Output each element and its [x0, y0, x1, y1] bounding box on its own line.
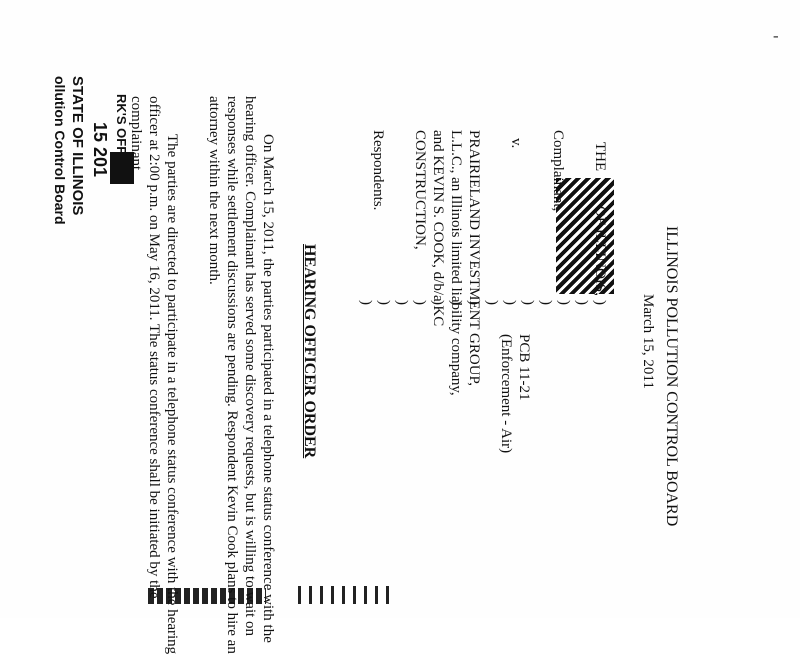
- scan-artifact-mark: -: [771, 28, 781, 46]
- caption-paren: ): [394, 300, 410, 305]
- rotated-document: RK'S OFFI 15 201 STATE OF ILLINOIS ollut…: [40, 0, 700, 654]
- respondent-line-4: CONSTRUCTION,: [412, 130, 428, 250]
- case-type: (Enforcement - Air): [498, 334, 514, 454]
- paragraph-1-line-4: attorney within the next month.: [206, 96, 222, 285]
- stamp-date-fragment: 15 201: [90, 122, 110, 178]
- caption-paren: ): [574, 300, 590, 305]
- paragraph-1-line-3: responses while settlement discussions a…: [224, 96, 240, 654]
- order-date: March 15, 2011: [640, 294, 656, 389]
- plaintiff-prefix: THE: [592, 142, 608, 172]
- paragraph-2-line-3: complainant.: [128, 96, 144, 174]
- versus-label: v.: [508, 138, 524, 149]
- caption-paren: ): [448, 300, 464, 305]
- scanned-document-page: - RK'S OFFI 15 201 STATE OF ILLINOIS oll…: [40, 0, 781, 654]
- paragraph-1-line-2: hearing officer. Complainant has served …: [242, 96, 258, 637]
- caption-paren: ): [556, 300, 572, 305]
- caption-paren: ): [430, 300, 446, 305]
- case-number: PCB 11-21: [516, 334, 532, 401]
- caption-paren: ): [502, 300, 518, 305]
- complainant-label: Complainant,: [550, 130, 566, 212]
- paragraph-2-line-1: The parties are directed to participate …: [164, 134, 180, 654]
- respondent-line-3: and KEVIN S. COOK, d/b/a KC: [430, 130, 446, 327]
- caption-paren: ): [520, 300, 536, 305]
- caption-paren: ): [358, 300, 374, 305]
- caption-paren: ): [412, 300, 428, 305]
- respondents-label: Respondents.: [370, 130, 386, 211]
- scan-artifact-blot: [148, 588, 266, 604]
- board-heading: ILLINOIS POLLUTION CONTROL BOARD: [663, 226, 680, 527]
- plaintiff-suffix: OF ILLINOIS,: [592, 206, 608, 296]
- respondent-line-1: PRAIRIELAND INVESTMENT GROUP,: [466, 130, 482, 386]
- scan-artifact-blot-2: [298, 586, 390, 604]
- caption-paren: ): [484, 300, 500, 305]
- caption-paren: ): [538, 300, 554, 305]
- stamp-board-fragment: ollution Control Board: [52, 76, 68, 225]
- caption-paren: ): [466, 300, 482, 305]
- stamp-state: STATE OF ILLINOIS: [69, 76, 86, 216]
- respondent-line-2: L.L.C., an Illinois limited liability co…: [448, 130, 464, 396]
- paragraph-1-line-1: On March 15, 2011, the parties participa…: [260, 134, 276, 643]
- paragraph-2-line-2: officer at 2:00 p.m. on May 16, 2011. Th…: [146, 96, 162, 599]
- caption-paren: ): [592, 300, 608, 305]
- caption-paren: ): [376, 300, 392, 305]
- order-title: HEARING OFFICER ORDER: [301, 244, 318, 459]
